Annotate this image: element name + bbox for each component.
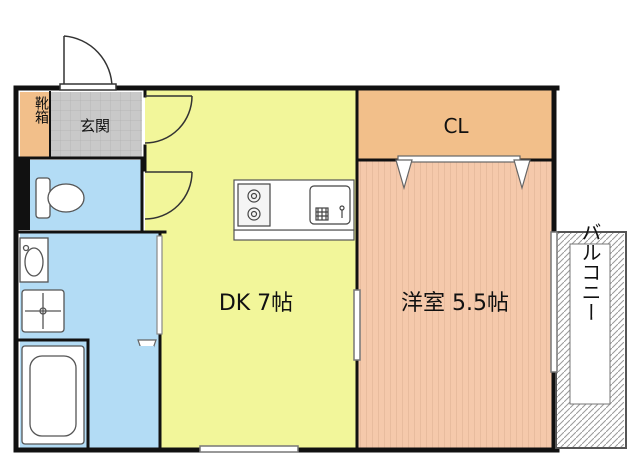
toilet-door[interactable] <box>144 171 193 220</box>
western-room-sliding-door[interactable] <box>353 289 361 361</box>
kitchen-sink-icon <box>309 185 351 225</box>
washbasin-icon <box>19 237 49 283</box>
bathroom-wash-area <box>92 346 154 444</box>
dk-label: DK 7帖 <box>219 291 293 316</box>
balcony-inner <box>570 244 610 404</box>
dk-window[interactable] <box>199 445 299 453</box>
toilet-icon <box>35 177 85 219</box>
washing-machine-pan-icon <box>21 289 65 333</box>
entrance-floor <box>50 92 142 157</box>
entrance-inner-door[interactable] <box>144 95 193 144</box>
entrance-label: 玄関 <box>80 117 110 135</box>
kitchen-counter <box>233 179 355 241</box>
gas-stove-icon <box>237 183 271 227</box>
shoe-box-floor <box>20 92 50 157</box>
closet-label: CL <box>443 114 469 138</box>
bathtub-icon <box>21 345 85 445</box>
balcony-window[interactable] <box>550 231 558 373</box>
closet-floor <box>357 90 554 160</box>
dk-floor <box>145 90 357 448</box>
western-room-label: 洋室 5.5帖 <box>401 291 509 316</box>
entrance-door[interactable] <box>59 35 117 91</box>
washroom-sliding-door[interactable] <box>156 235 163 335</box>
western-room-floor <box>357 160 554 448</box>
balcony-label: バルコニー <box>578 222 602 322</box>
walls <box>13 85 560 453</box>
